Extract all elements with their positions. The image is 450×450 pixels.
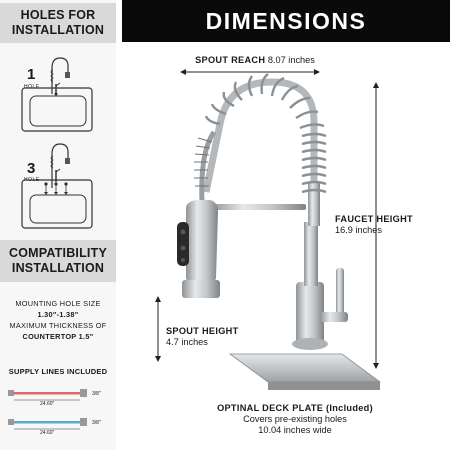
one-hole-sink-illustration (21, 57, 93, 132)
cold-line-length: 24.60" (40, 430, 55, 436)
compat-header-line1: COMPATIBILITY (9, 246, 107, 260)
spout-reach-title: SPOUT REACH (195, 55, 266, 65)
spout-height-value: 4.7 inches (166, 337, 208, 347)
thickness-line2: COUNTERTOP 1.5" (22, 332, 94, 341)
spout-reach-value: 8.07 inches (267, 55, 315, 65)
three-hole-number: 3 (27, 160, 36, 177)
hot-line-size: 3/8" (92, 391, 101, 397)
mounting-hole-info: MOUNTING HOLE SIZE 1.30"-1.38" MAXIMUM T… (0, 298, 116, 342)
supply-lines-illustration (8, 389, 87, 430)
dimensions-header: DIMENSIONS (122, 0, 450, 42)
hot-line-length: 24.60" (40, 401, 55, 407)
compatibility-header: COMPATIBILITY INSTALLATION (0, 240, 116, 282)
spout-height-label: SPOUT HEIGHT 4.7 inches (166, 326, 239, 348)
faucet-illustration (155, 69, 382, 390)
deck-plate-title: OPTINAL DECK PLATE (Included) (217, 403, 373, 413)
supply-lines-title: SUPPLY LINES INCLUDED (8, 367, 108, 376)
faucet-height-label: FAUCET HEIGHT 16.9 inches (335, 214, 413, 236)
cold-line-size: 3/8" (92, 420, 101, 426)
holes-header-line1: HOLES FOR (20, 8, 96, 22)
compat-header-line2: INSTALLATION (11, 261, 105, 275)
spout-height-title: SPOUT HEIGHT (166, 326, 239, 336)
deck-plate-line2: Covers pre-existing holes (243, 414, 347, 424)
spout-reach-label: SPOUT REACH 8.07 inches (180, 55, 330, 66)
mounting-line2: 1.30"-1.38" (37, 310, 79, 319)
three-hole-sink-illustration (21, 143, 93, 229)
deck-plate-line3: 10.04 inches wide (258, 425, 332, 435)
holes-header-line2: INSTALLATION (11, 23, 105, 37)
one-hole-number: 1 (27, 66, 36, 83)
mounting-line1: MOUNTING HOLE SIZE (15, 299, 101, 308)
left-panel: HOLES FOR INSTALLATION 1 HOLE 3 HOLE (0, 0, 116, 450)
holes-header: HOLES FOR INSTALLATION (0, 3, 116, 43)
one-hole-label: HOLE (24, 84, 40, 90)
deck-plate-label: OPTINAL DECK PLATE (Included) Covers pre… (190, 403, 400, 436)
faucet-height-title: FAUCET HEIGHT (335, 214, 413, 224)
thickness-line1: MAXIMUM THICKNESS OF (9, 321, 107, 330)
faucet-height-value: 16.9 inches (335, 225, 382, 235)
